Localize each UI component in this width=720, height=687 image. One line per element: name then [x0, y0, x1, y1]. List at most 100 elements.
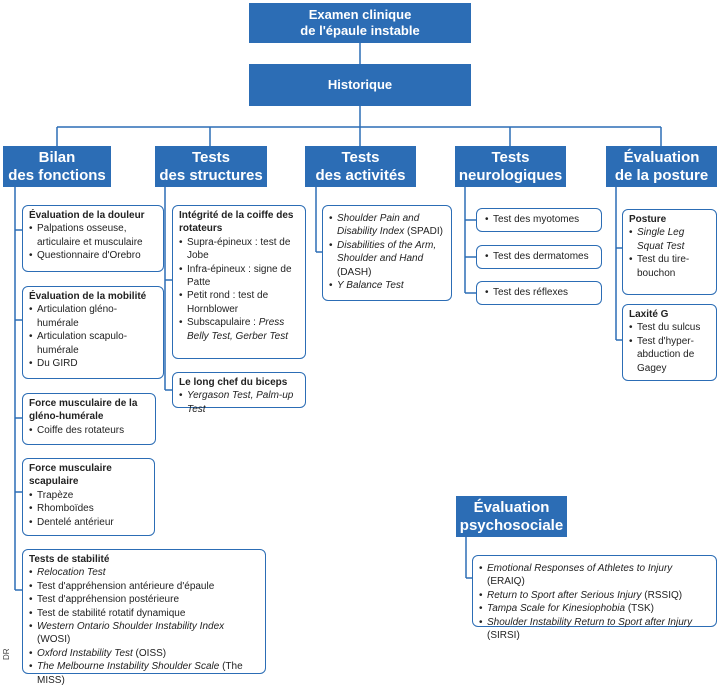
activites-item-text: (DASH) [337, 266, 372, 278]
mobilite-item: Du GIRD [29, 357, 157, 371]
category-neuro: Tests neurologiques [455, 146, 566, 187]
category-bilan-line1: Bilan [38, 148, 76, 166]
coiffe-box: Intégrité de la coiffe des rotateurs Sup… [172, 205, 306, 359]
stabilite-item-italic: Western Ontario Shoulder Instability Ind… [37, 621, 225, 633]
category-neuro-line2: neurologiques [458, 166, 563, 184]
force-scap-item: Rhomboïdes [29, 502, 148, 516]
stabilite-item: The Melbourne Instability Shoulder Scale… [29, 660, 259, 687]
historique-box: Historique [249, 64, 471, 106]
psycho-item: Shoulder Instability Return to Sport aft… [479, 616, 710, 643]
stabilite-item-italic: Relocation Test [37, 567, 106, 579]
coiffe-item: Infra-épineux : signe de Patte [179, 263, 299, 290]
activites-item-italic: Disabilities of the Arm, Shoulder and Ha… [337, 239, 437, 265]
stabilite-item-italic: The Melbourne Instability Shoulder Scale [37, 661, 220, 673]
coiffe-item-text: Subscapulaire : [187, 317, 259, 329]
stabilite-item: Test d'appréhension antérieure d'épaule [29, 580, 259, 594]
force-scap-title: Force musculaire scapulaire [29, 463, 112, 488]
neuro-item: Test des dermatomes [485, 250, 589, 264]
category-structures-line2: des structures [159, 166, 263, 184]
stabilite-item-text: (WOSI) [37, 634, 71, 646]
posture-item-italic: Single Leg Squat Test [637, 227, 685, 252]
douleur-box: Évaluation de la douleur Palpations osse… [22, 205, 164, 272]
psycho-item: Return to Sport after Serious Injury (RS… [479, 589, 710, 603]
posture-box: Posture Single Leg Squat Test Test du ti… [622, 209, 717, 295]
psycho-item-text: (TSK) [625, 603, 654, 615]
coiffe-item-italic: Press Belly Test, Gerber Test [187, 317, 288, 342]
category-psycho-line2: psychosociale [459, 516, 564, 534]
douleur-item: Questionnaire d'Orebro [29, 249, 157, 263]
coiffe-item-text: Petit rond : test de Hornblower [187, 290, 269, 315]
mobilite-title: Évaluation de la mobilité [29, 291, 147, 302]
laxite-title: Laxité G [629, 309, 669, 320]
force-scap-item: Dentelé antérieur [29, 516, 148, 530]
category-structures-line1: Tests [191, 148, 231, 166]
psycho-item: Tampa Scale for Kinesiophobia (TSK) [479, 602, 710, 616]
activites-item-text: (SPADI) [404, 226, 443, 238]
historique-label: Historique [327, 77, 393, 93]
laxite-item: Test du sulcus [629, 321, 710, 335]
stabilite-title: Tests de stabilité [29, 554, 110, 565]
stabilite-item: Relocation Test [29, 566, 259, 580]
douleur-title: Évaluation de la douleur [29, 210, 145, 221]
stabilite-item-italic: Oxford Instability Test [37, 647, 133, 659]
laxite-item: Test d'hyper-abduction de Gagey [629, 335, 710, 375]
coiffe-item: Subscapulaire : Press Belly Test, Gerber… [179, 316, 299, 343]
stabilite-item: Western Ontario Shoulder Instability Ind… [29, 620, 259, 647]
mobilite-item: Articulation gléno-humérale [29, 303, 157, 330]
activites-box: Shoulder Pain and Disability Index (SPAD… [322, 205, 452, 301]
category-bilan-line2: des fonctions [8, 166, 106, 184]
activites-item-italic: Shoulder Pain and Disability Index [337, 213, 420, 238]
activites-item: Y Balance Test [329, 279, 445, 293]
credit-label: DR [2, 648, 11, 660]
stabilite-item-text: Test d'appréhension antérieure d'épaule [37, 580, 215, 592]
psycho-box: Emotional Responses of Athletes to Injur… [472, 555, 717, 641]
neuro-item: Test des myotomes [485, 213, 579, 227]
category-neuro-line1: Tests [491, 148, 530, 166]
root-title-box: Examen clinique de l'épaule instable [249, 3, 471, 43]
stabilite-box: Tests de stabilité Relocation Test Test … [22, 549, 266, 686]
activites-item-italic: Y Balance Test [337, 280, 404, 292]
laxite-box: Laxité G Test du sulcus Test d'hyper-abd… [622, 304, 717, 381]
force-gh-item: Coiffe des rotateurs [29, 424, 149, 438]
biceps-item: Yergason Test, Palm-up Test [179, 389, 299, 416]
stabilite-item: Oxford Instability Test (OISS) [29, 647, 259, 661]
douleur-item: Palpations osseuse, articulaire et muscu… [29, 222, 157, 249]
posture-item-text: Test du tire-bouchon [637, 254, 690, 279]
coiffe-item-text: Supra-épineux : test de Jobe [187, 236, 291, 262]
psycho-item-italic: Tampa Scale for Kinesiophobia [487, 603, 626, 615]
psycho-item-italic: Shoulder Instability Return to Sport aft… [487, 616, 693, 628]
activites-item: Shoulder Pain and Disability Index (SPAD… [329, 212, 445, 239]
category-posture-line1: Évaluation [623, 148, 700, 166]
biceps-title: Le long chef du biceps [179, 377, 288, 388]
root-title-line2: de l'épaule instable [300, 23, 420, 38]
stabilite-item-text: (OISS) [132, 647, 167, 659]
category-activites: Tests des activités [305, 146, 416, 187]
category-bilan: Bilan des fonctions [3, 146, 111, 187]
coiffe-item: Petit rond : test de Hornblower [179, 289, 299, 316]
posture-item: Single Leg Squat Test [629, 226, 710, 253]
category-posture: Évaluation de la posture [606, 146, 717, 187]
activites-item: Disabilities of the Arm, Shoulder and Ha… [329, 239, 445, 279]
neuro-dermatomes-box: Test des dermatomes [476, 245, 602, 269]
psycho-item: Emotional Responses of Athletes to Injur… [479, 562, 710, 589]
category-psycho: Évaluation psychosociale [456, 496, 567, 537]
neuro-myotomes-box: Test des myotomes [476, 208, 602, 232]
stabilite-item-text: Test d'appréhension postérieure [37, 594, 180, 606]
force-gh-box: Force musculaire de la gléno-humérale Co… [22, 393, 156, 445]
coiffe-item: Supra-épineux : test de Jobe [179, 236, 299, 263]
stabilite-item: Test de stabilité rotatif dynamique [29, 607, 259, 621]
coiffe-item-text: Infra-épineux : signe de Patte [187, 263, 292, 289]
stabilite-item-text: Test de stabilité rotatif dynamique [37, 607, 186, 619]
mobilite-item: Articulation scapulo-humérale [29, 330, 157, 357]
force-scap-item: Trapèze [29, 489, 148, 503]
psycho-item-text: (SIRSI) [487, 630, 520, 642]
root-title-line1: Examen clinique [308, 7, 412, 23]
category-structures: Tests des structures [155, 146, 267, 187]
biceps-box: Le long chef du biceps Yergason Test, Pa… [172, 372, 306, 415]
force-gh-title: Force musculaire de la gléno-humérale [29, 398, 138, 423]
stabilite-item: Test d'appréhension postérieure [29, 593, 259, 607]
category-posture-line2: de la posture [614, 166, 709, 184]
psycho-item-text: (RSSIQ) [641, 589, 683, 601]
posture-title: Posture [629, 214, 667, 225]
psycho-item-italic: Emotional Responses of Athletes to Injur… [487, 563, 673, 574]
